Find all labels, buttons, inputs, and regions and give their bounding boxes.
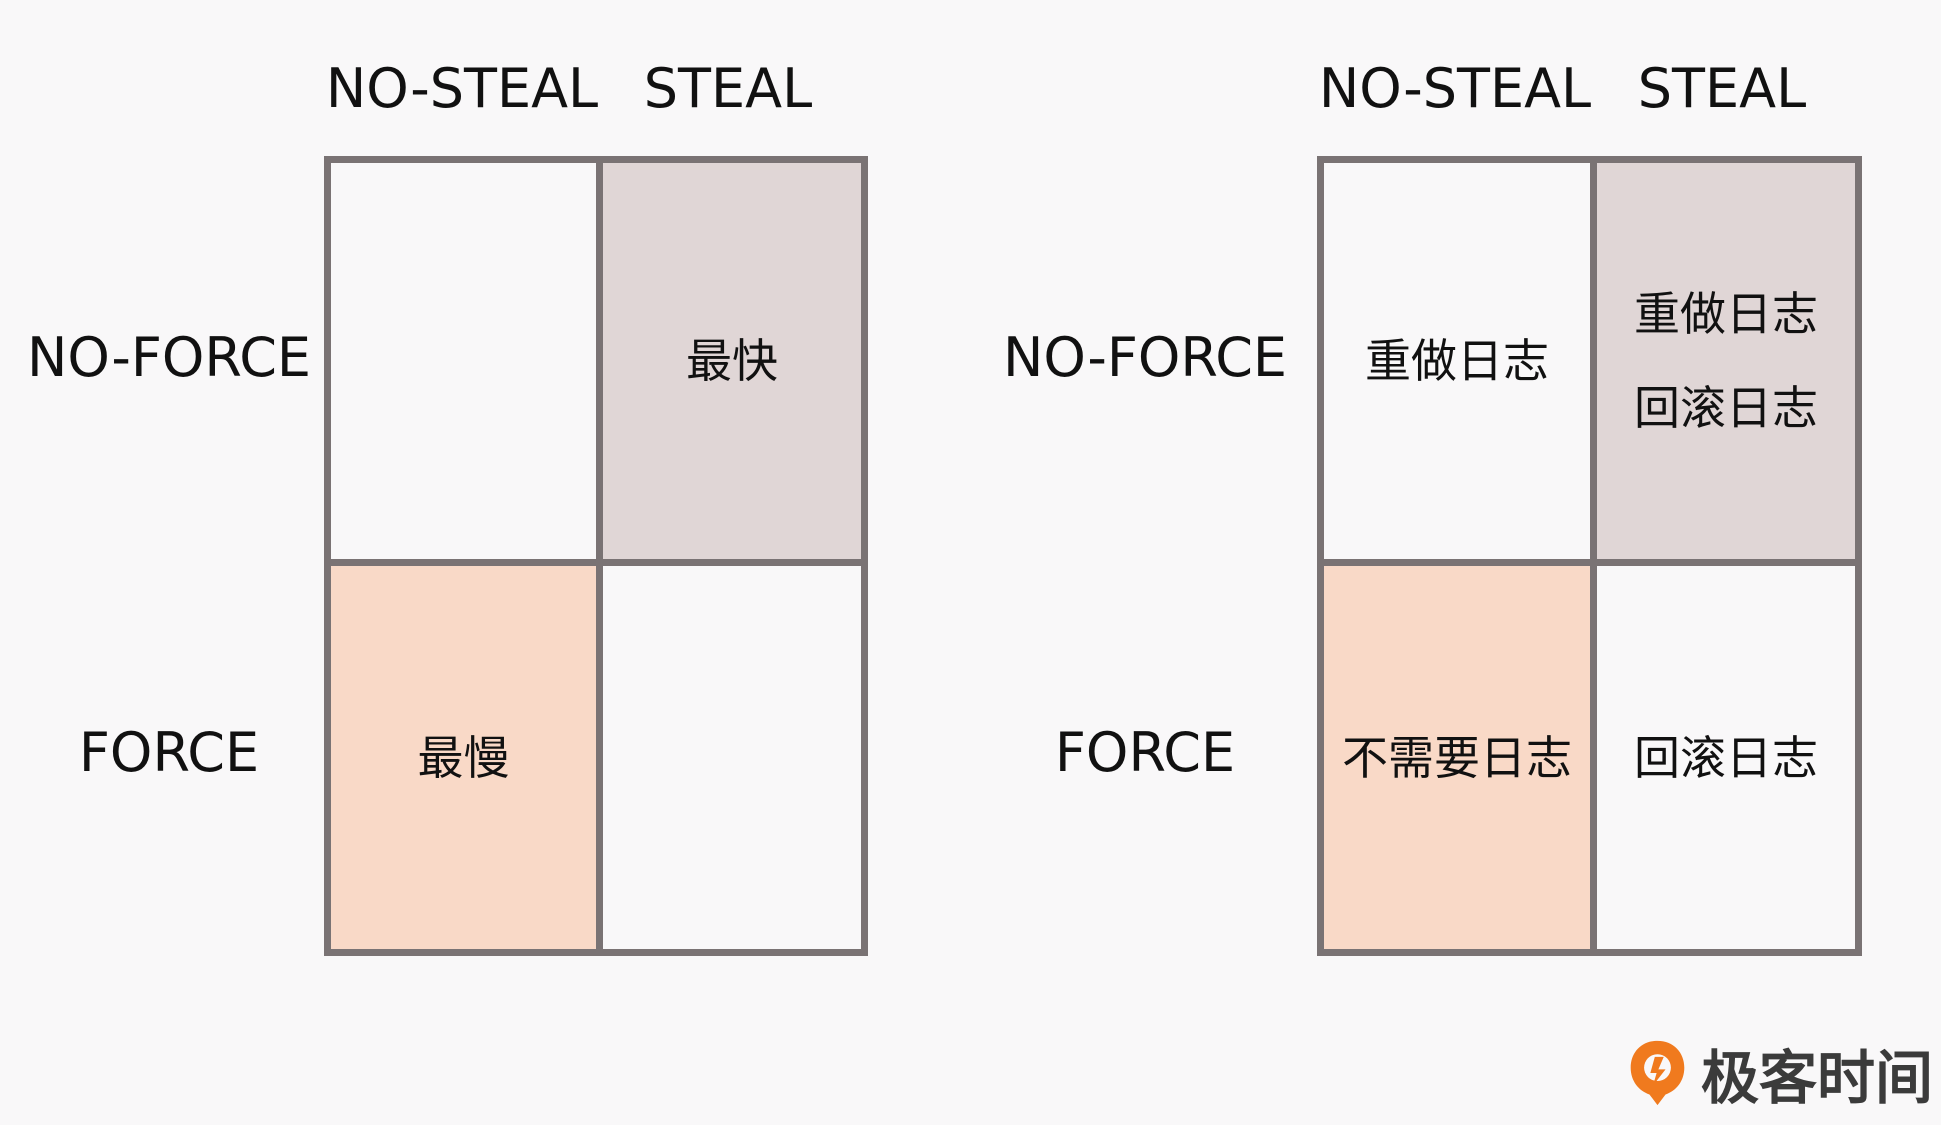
right-vertical-divider <box>1590 163 1597 949</box>
left-cell-force-steal <box>603 566 861 949</box>
left-matrix: 最快 最慢 <box>324 156 868 956</box>
left-cell-fastest-label: 最快 <box>686 334 778 388</box>
left-cell-slowest-label: 最慢 <box>417 730 510 785</box>
right-row-header-no-force: NO-FORCE <box>1002 326 1288 389</box>
left-col-header-no-steal: NO-STEAL <box>325 57 599 120</box>
right-cell-redo-log-label: 重做日志 <box>1365 334 1549 388</box>
right-col-header-no-steal: NO-STEAL <box>1318 57 1592 120</box>
right-horizontal-divider <box>1324 559 1855 566</box>
right-cell-redo-log-label: 重做日志 <box>1634 287 1818 341</box>
left-row-header-force: FORCE <box>78 721 260 784</box>
geektime-logo: 极客时间 <box>1628 1033 1933 1113</box>
right-cell-no-log-label: 不需要日志 <box>1342 730 1572 785</box>
left-cell-noforce-nosteal <box>331 163 596 559</box>
left-horizontal-divider <box>331 559 861 566</box>
right-cell-force-nosteal: 不需要日志 <box>1324 566 1590 949</box>
right-col-header-steal: STEAL <box>1637 57 1807 120</box>
right-matrix: 重做日志 重做日志 回滚日志 不需要日志 回滚日志 <box>1317 156 1862 956</box>
left-cell-force-nosteal: 最慢 <box>331 566 596 949</box>
right-row-header-force: FORCE <box>1054 721 1236 784</box>
left-cell-noforce-steal: 最快 <box>603 163 861 559</box>
right-cell-noforce-steal: 重做日志 回滚日志 <box>1597 163 1855 559</box>
geektime-logo-text: 极客时间 <box>1700 1044 1933 1112</box>
right-cell-undo-log-label: 回滚日志 <box>1634 730 1818 785</box>
right-cell-undo-log-label: 回滚日志 <box>1634 381 1818 435</box>
left-col-header-steal: STEAL <box>643 57 813 120</box>
geektime-logo-icon <box>1630 1040 1685 1106</box>
right-cell-noforce-nosteal: 重做日志 <box>1324 163 1590 559</box>
left-vertical-divider <box>596 163 603 949</box>
right-cell-force-steal: 回滚日志 <box>1597 566 1855 949</box>
left-row-header-no-force: NO-FORCE <box>26 326 312 389</box>
